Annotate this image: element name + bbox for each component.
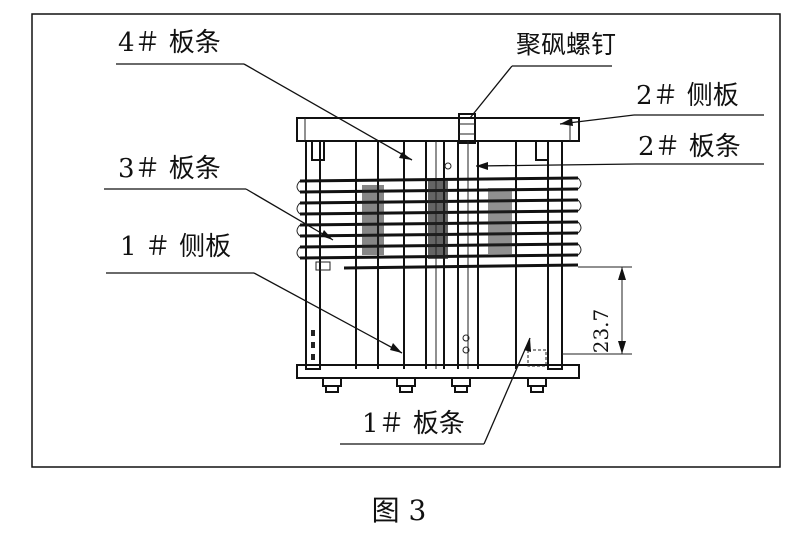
- callout-1-side: 1 ＃ 侧板: [106, 232, 403, 354]
- assembly-drawing: 23.7: [296, 113, 632, 393]
- callout-1-strip: 1＃ 板条: [340, 337, 531, 445]
- figure-caption: 图 3: [372, 494, 427, 527]
- coil-windings: [296, 176, 582, 271]
- callout-4-strip: 4＃ 板条: [116, 28, 413, 161]
- label-1-strip: 1＃ 板条: [362, 409, 465, 439]
- label-4-strip: 4＃ 板条: [118, 28, 221, 58]
- callout-2-side: 2＃ 侧板: [559, 81, 764, 126]
- callout-screw: 聚砜螺钉: [469, 30, 616, 119]
- mounting-feet: [322, 377, 547, 393]
- label-3-strip: 3＃ 板条: [118, 154, 221, 184]
- figure-frame: [31, 13, 781, 468]
- label-2-strip: 2＃ 板条: [638, 132, 741, 162]
- left-side-plate: [305, 140, 321, 370]
- label-screw: 聚砜螺钉: [516, 30, 616, 59]
- bottom-base-plate: [296, 364, 580, 379]
- label-1-side: 1 ＃ 侧板: [120, 232, 231, 262]
- label-2-side: 2＃ 侧板: [636, 81, 739, 111]
- polysulfone-screw: [458, 113, 476, 144]
- top-side-plate: [296, 117, 580, 142]
- callout-2-strip: 2＃ 板条: [475, 132, 764, 170]
- callout-3-strip: 3＃ 板条: [104, 154, 334, 241]
- dimension-value: 23.7: [589, 309, 613, 354]
- dimension-23-7: 23.7: [562, 266, 632, 355]
